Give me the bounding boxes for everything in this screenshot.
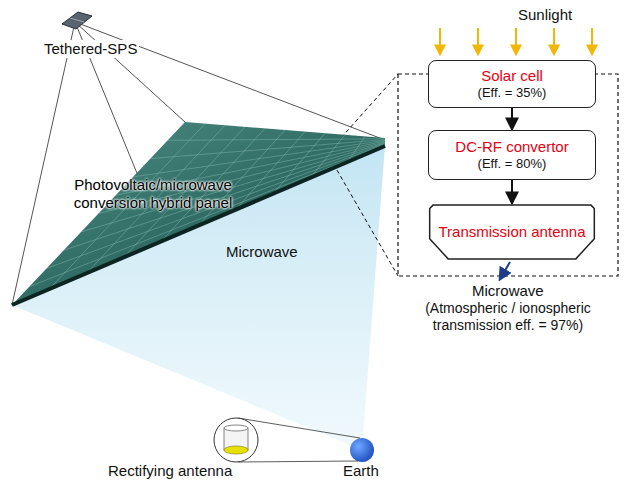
panel-label: Photovoltaic/microwave conversion hybrid… bbox=[46, 176, 260, 212]
hybrid-panel-shape bbox=[8, 118, 390, 310]
flow-arrow bbox=[511, 108, 513, 130]
block-title: Solar cell bbox=[481, 67, 543, 85]
satellite bbox=[62, 12, 92, 29]
flow-arrow bbox=[511, 180, 513, 204]
microwave-arrow bbox=[500, 262, 510, 279]
text-label: Sunlight bbox=[518, 6, 572, 24]
text-label: Tethered-SPS bbox=[42, 40, 139, 58]
microwave-beam bbox=[12, 145, 385, 450]
text-label: Earth bbox=[343, 462, 379, 480]
process-box: Solar cell(Eff. = 35%) bbox=[428, 60, 596, 108]
efficiency-note: (Eff. = 80%) bbox=[478, 156, 547, 172]
tethers bbox=[12, 22, 385, 305]
hybrid-panel: Photovoltaic/microwave conversion hybrid… bbox=[8, 118, 390, 310]
rectenna-inset bbox=[214, 418, 360, 462]
text-label: (Atmospheric / ionospheric transmission … bbox=[395, 300, 621, 334]
block-title: DC-RF convertor bbox=[455, 138, 568, 156]
text-label: Rectifying antenna bbox=[108, 462, 232, 480]
efficiency-note: (Eff. = 35%) bbox=[478, 85, 547, 101]
earth-globe bbox=[350, 438, 374, 462]
process-box: DC-RF convertor(Eff. = 80%) bbox=[428, 130, 596, 180]
antenna-block: Transmission antenna bbox=[428, 204, 596, 260]
text-label: Microwave bbox=[226, 243, 298, 261]
text-label: Microwave bbox=[472, 282, 544, 300]
block-title: Transmission antenna bbox=[438, 223, 585, 241]
sunlight-arrows bbox=[440, 28, 592, 54]
